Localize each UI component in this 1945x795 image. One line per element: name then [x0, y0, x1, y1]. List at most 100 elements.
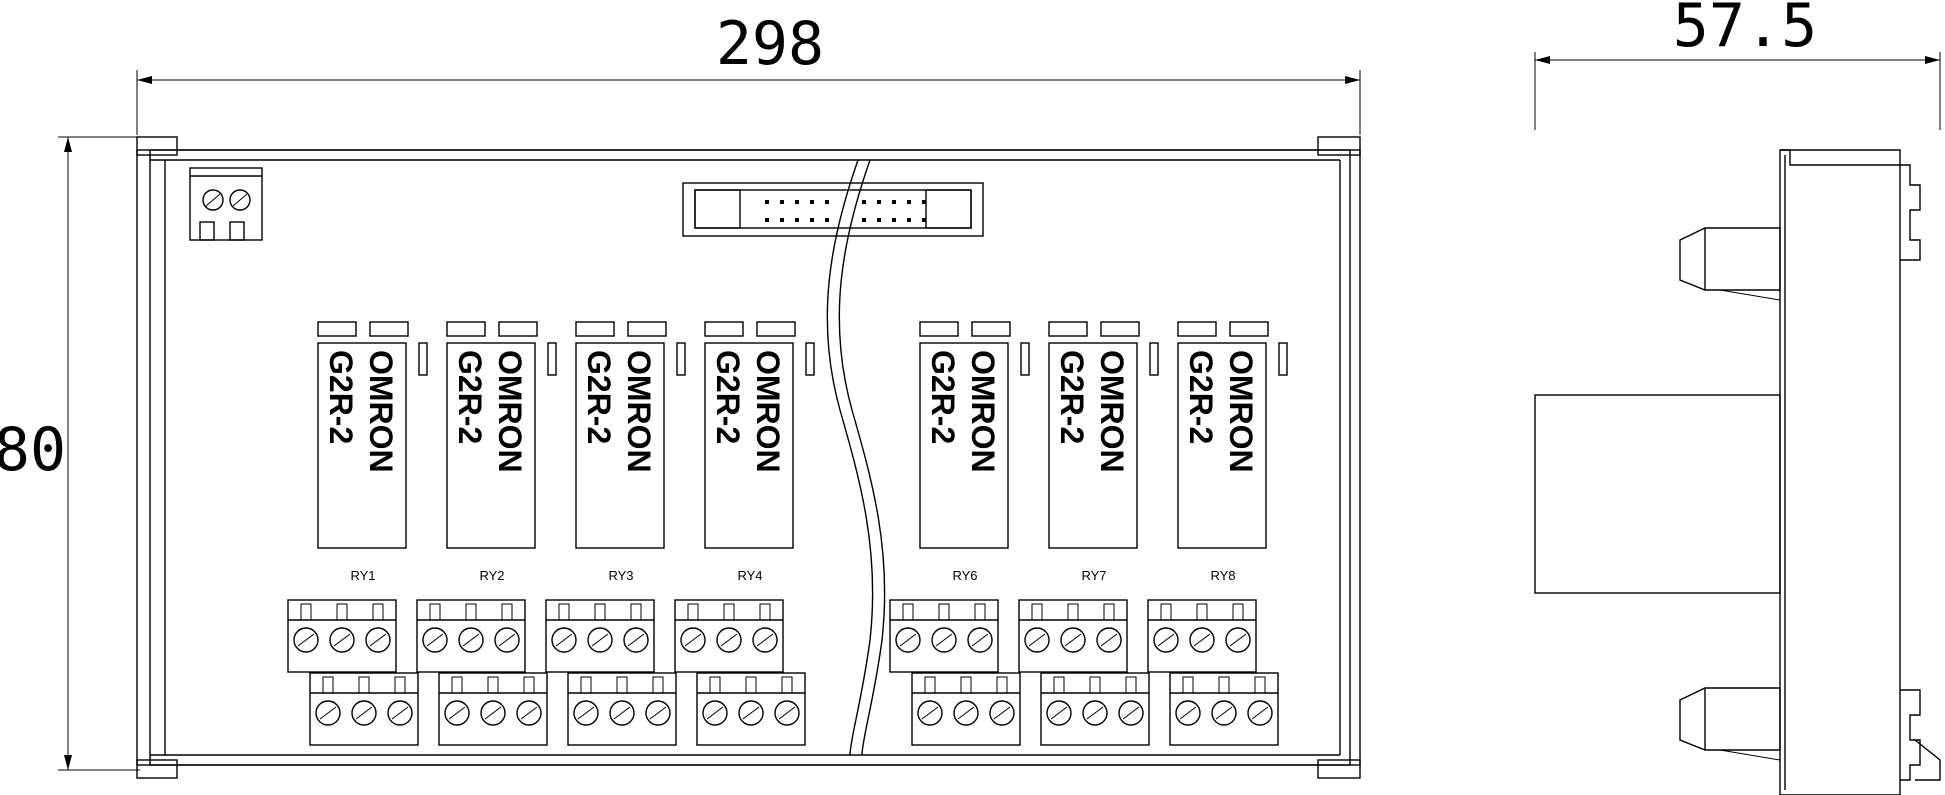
relay-body: [446, 342, 536, 549]
screw-icon: [573, 700, 599, 726]
led-indicator: [418, 342, 428, 376]
break-line: [826, 159, 874, 756]
relay-label: RY3: [608, 568, 633, 583]
break-line-inner: [838, 159, 886, 756]
screw-icon: [1211, 700, 1237, 726]
screw-icon: [1189, 627, 1215, 653]
header-pin: [825, 218, 829, 222]
power-terminal-block: [189, 167, 263, 241]
header-pin: [810, 218, 814, 222]
screw-icon: [931, 627, 957, 653]
screw-icon: [1225, 627, 1251, 653]
screw-terminal-block: [287, 599, 397, 673]
screw-icon: [680, 627, 706, 653]
height-dimension-label: 80: [0, 415, 66, 485]
relay-body: [575, 342, 665, 549]
screw-terminal-block: [1169, 672, 1279, 746]
header-pin: [825, 200, 829, 204]
header-pin: [922, 200, 926, 204]
screw-terminal-block: [438, 672, 548, 746]
screw-terminal-block: [1040, 672, 1150, 746]
header-pin: [780, 200, 784, 204]
screw-icon: [895, 627, 921, 653]
header-pin: [907, 218, 911, 222]
screw-icon: [351, 700, 377, 726]
relay-brand: OMRON: [621, 350, 657, 473]
relay-model: G2R-2: [581, 350, 617, 444]
relay-body: [919, 342, 1009, 549]
header-pin: [862, 218, 866, 222]
relay-brand: OMRON: [750, 350, 786, 473]
header-pin: [862, 200, 866, 204]
screw-icon: [387, 700, 413, 726]
screw-icon: [315, 700, 341, 726]
screw-icon: [1082, 700, 1108, 726]
screw-icon: [716, 627, 742, 653]
header-pin: [765, 200, 769, 204]
screw-icon: [422, 627, 448, 653]
led-indicator: [1020, 342, 1030, 376]
header-pin: [795, 200, 799, 204]
screw-icon: [752, 627, 778, 653]
screw-terminal-block: [545, 599, 655, 673]
header-pin: [877, 218, 881, 222]
screw-icon: [444, 700, 470, 726]
ribbon-header-connector: [682, 182, 984, 237]
screw-icon: [480, 700, 506, 726]
screw-terminal-block: [567, 672, 677, 746]
screw-icon: [917, 700, 943, 726]
screw-icon: [551, 627, 577, 653]
screw-icon: [1247, 700, 1273, 726]
screw-terminal-block: [309, 672, 419, 746]
led-indicator: [676, 342, 686, 376]
header-pin: [795, 218, 799, 222]
relay-label: RY6: [952, 568, 977, 583]
relay-model: G2R-2: [323, 350, 359, 444]
relay-model: G2R-2: [452, 350, 488, 444]
screw-icon: [645, 700, 671, 726]
relay-model: G2R-2: [1054, 350, 1090, 444]
screw-icon: [1060, 627, 1086, 653]
height-dimension: 80: [0, 136, 140, 771]
screw-icon: [587, 627, 613, 653]
depth-dimension: 57.5: [1534, 0, 1941, 130]
depth-dimension-label: 57.5: [1673, 0, 1818, 61]
screw-icon: [1046, 700, 1072, 726]
width-dimension-label: 298: [716, 9, 824, 79]
relay-label: RY4: [737, 568, 762, 583]
relay-brand: OMRON: [965, 350, 1001, 473]
relay-model: G2R-2: [710, 350, 746, 444]
relay-brand: OMRON: [492, 350, 528, 473]
screw-icon: [989, 700, 1015, 726]
relay-body: [317, 342, 407, 549]
relay-label: RY2: [479, 568, 504, 583]
screw-terminal-block: [889, 599, 999, 673]
screw-terminal-block: [911, 672, 1021, 746]
header-pin: [765, 218, 769, 222]
screw-icon: [329, 627, 355, 653]
header-pin: [877, 200, 881, 204]
board-side-view: [1534, 149, 1941, 795]
relay-label: RY1: [350, 568, 375, 583]
led-indicator: [1149, 342, 1159, 376]
relay-brand: OMRON: [1223, 350, 1259, 473]
screw-icon: [774, 700, 800, 726]
screw-icon: [738, 700, 764, 726]
led-indicator: [1278, 342, 1288, 376]
relay-model: G2R-2: [925, 350, 961, 444]
screw-terminal-block: [696, 672, 806, 746]
screw-icon: [494, 627, 520, 653]
width-dimension: 298: [136, 9, 1361, 135]
screw-icon: [1096, 627, 1122, 653]
led-indicator: [805, 342, 815, 376]
relay-label: RY8: [1210, 568, 1235, 583]
screw-terminal-block: [1147, 599, 1257, 673]
